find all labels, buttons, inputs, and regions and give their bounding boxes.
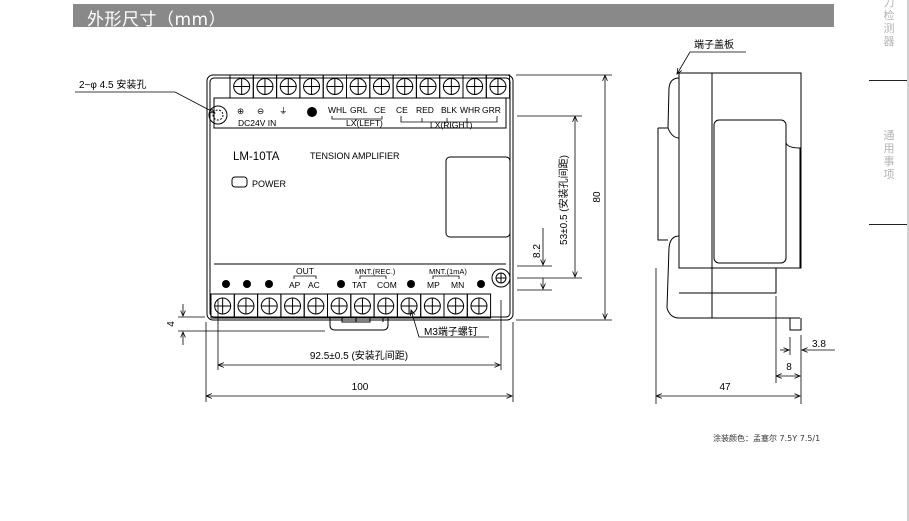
label-out: OUT <box>296 266 314 276</box>
label-tat: TAT <box>352 280 367 290</box>
side-dimensions <box>655 268 835 404</box>
side-tab-border <box>907 0 909 521</box>
terminal-screw-callout: M3端子螺钉 <box>424 325 478 338</box>
bottom-terminal-block <box>210 293 492 319</box>
mount-hole-bottom-right <box>491 268 511 288</box>
dim-offset-v: 8.2 <box>532 244 543 258</box>
dim-depth-rail: 8 <box>786 362 792 373</box>
side-tab-general[interactable]: 通用事项 <box>883 129 895 181</box>
side-tab-divider <box>869 80 907 81</box>
dim-depth-tab: 3.8 <box>812 339 826 350</box>
label-mn: MN <box>451 280 464 290</box>
label-mp: MP <box>427 280 440 290</box>
label-blk: BLK <box>441 105 457 115</box>
section-title-bar: 外形尺寸（mm） <box>73 4 834 30</box>
paint-color-note: 涂装颜色：孟塞尔 7.5Y 7.5/1 <box>713 434 821 443</box>
label-whr: WHR <box>460 105 480 115</box>
section-title: 外形尺寸（mm） <box>87 10 227 30</box>
label-grr: GRR <box>482 105 501 115</box>
dim-depth-total: 47 <box>719 382 731 393</box>
label-mnt-rec: MNT.(REC.) <box>355 267 396 276</box>
label-lx-right: LX(RIGHT) <box>430 120 473 130</box>
dim-hole-pitch-h: 92.5±0.5 (安装孔间距) <box>310 349 408 362</box>
front-view <box>206 74 514 331</box>
label-lx-left: LX(LEFT) <box>346 118 383 128</box>
power-led <box>231 176 248 188</box>
label-ground: ⏚ <box>279 106 288 116</box>
side-body <box>678 72 802 269</box>
dim-offset-bottom: 4 <box>166 321 177 327</box>
label-ce-right: CE <box>396 105 408 115</box>
indicator-dot <box>307 107 317 117</box>
label-com: COM <box>377 280 397 290</box>
label-ce-left: CE <box>374 105 386 115</box>
dim-width-total: 100 <box>352 382 369 393</box>
label-grl: GRL <box>350 105 368 115</box>
label-ap: AP <box>289 280 301 290</box>
terminal-cover-callout: 端子盖板 <box>694 38 734 51</box>
side-tab-force-detector[interactable]: 力检测器 <box>883 0 895 48</box>
label-plus: ⊕ <box>237 106 244 116</box>
product-name: TENSION AMPLIFIER <box>310 151 400 161</box>
label-red: RED <box>416 105 434 115</box>
mount-hole-callout: 2−φ 4.5 安装孔 <box>79 78 146 91</box>
side-tab-divider <box>869 224 907 225</box>
label-dc-in: DC24V IN <box>238 118 276 128</box>
side-window <box>713 119 787 264</box>
side-window <box>445 156 511 238</box>
label-mnt-ma: MNT.(1mA) <box>429 267 467 276</box>
model-label: LM-10TA <box>233 151 280 163</box>
front-dimensions <box>178 74 612 402</box>
dim-height-total: 80 <box>592 191 603 203</box>
terminal-cell <box>466 293 492 319</box>
front-view-labels: ⊕ ⊖ ⏚ DC24V IN WHL GRL CE CE RED BLK WHR… <box>222 105 501 290</box>
mount-hole-top-left <box>208 105 228 125</box>
power-label: POWER <box>252 179 287 189</box>
label-ac: AC <box>308 280 320 290</box>
dim-hole-pitch-v: 53±0.5 (安装孔间距) <box>557 155 570 245</box>
side-view <box>657 72 802 331</box>
label-whl: WHL <box>328 105 347 115</box>
label-minus: ⊖ <box>257 106 264 116</box>
